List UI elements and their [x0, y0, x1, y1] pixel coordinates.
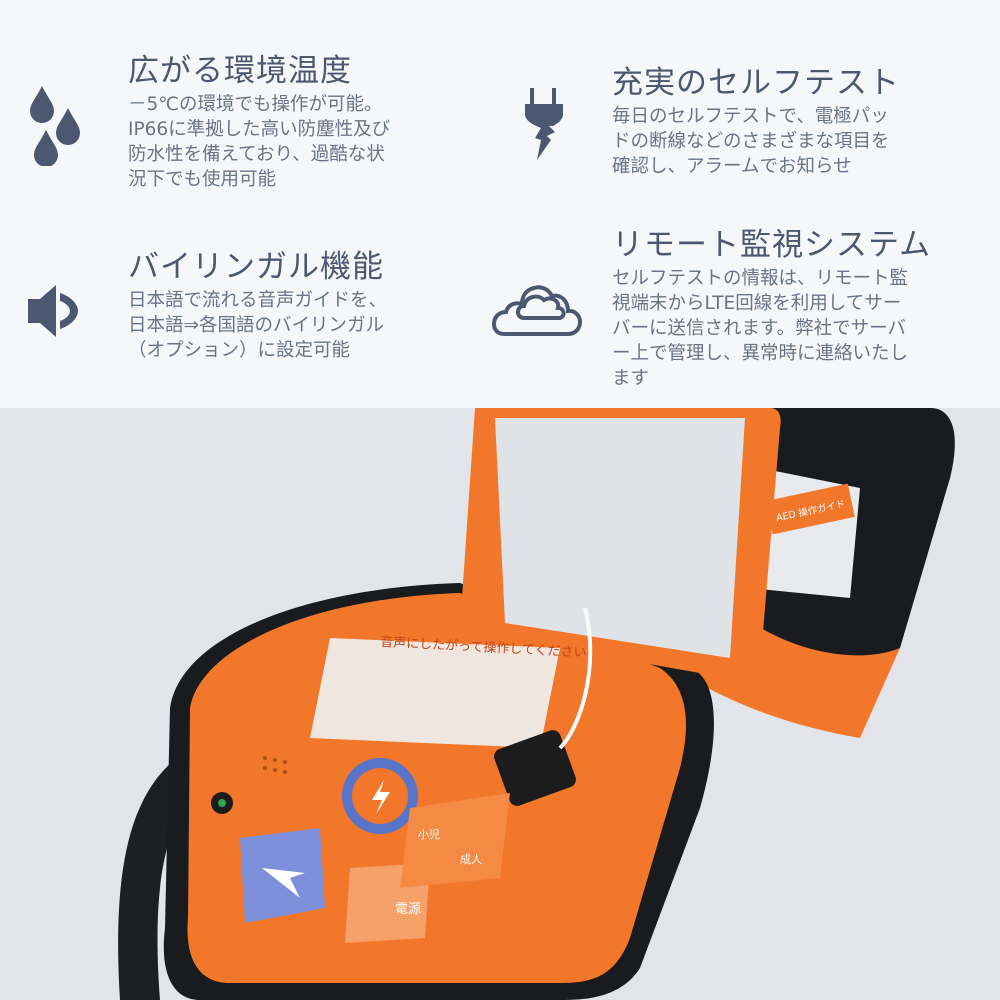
- carry-strap: [118, 738, 220, 1000]
- desc-line: 日本語⇒各国語のバイリンガル: [128, 315, 385, 336]
- feature-description: セルフテストの情報は、リモート監 視端末からLTE回線を利用してサー バーに送信…: [612, 266, 931, 391]
- feature-self-test: 充実のセルフテスト 毎日のセルフテストで、電極パッ ドの断線などのさまざまな項目…: [612, 64, 900, 179]
- child-label: 小児: [418, 828, 440, 841]
- feature-description: －5℃の環境でも操作が可能。 IP66に準拠した高い防塵性及び 防水性を備えてお…: [128, 92, 390, 192]
- plug-lightning-icon: [525, 88, 565, 168]
- power-label-text: 電源: [395, 902, 421, 917]
- electrode-pad-package: [495, 418, 745, 658]
- feature-title: 広がる環境温度: [128, 53, 352, 89]
- speaker-icon: [28, 283, 86, 343]
- desc-line: 毎日のセルフテストで、電極パッ: [612, 106, 889, 127]
- desc-line: ドの断線などのさまざまな項目を: [612, 131, 890, 152]
- lightning-icon: [372, 780, 390, 814]
- adult-child-switch: [400, 793, 510, 888]
- aed-product-photo: AED 操作ガイド 音声にしたがって操作してください 電源: [0, 408, 1000, 1000]
- pad-connector: [494, 730, 576, 806]
- guide-label: [765, 483, 855, 535]
- feature-title: リモート監視システム: [612, 227, 932, 263]
- desc-line: 視端末からLTE回線を利用してサー: [612, 293, 902, 314]
- desc-line: セルフテストの情報は、リモート監: [612, 268, 909, 289]
- feature-description: 毎日のセルフテストで、電極パッ ドの断線などのさまざまな項目を 確認し、アラーム…: [612, 104, 900, 179]
- feature-bilingual: バイリンガル機能 日本語で流れる音声ガイドを、 日本語⇒各国語のバイリンガル （…: [128, 248, 387, 363]
- feature-title: バイリンガル機能: [128, 249, 384, 285]
- desc-line: バーに送信されます。弊社でサーバ: [612, 318, 906, 339]
- feature-title: 充実のセルフテスト: [612, 65, 900, 101]
- desc-line: （オプション）に設定可能: [128, 340, 351, 361]
- desc-line: ます: [612, 368, 650, 389]
- aed-illustration: AED 操作ガイド 音声にしたがって操作してください 電源: [118, 408, 955, 1000]
- arrow-icon: [262, 868, 305, 898]
- desc-line: ー上で管理し、異常時に連絡いたし: [612, 343, 909, 364]
- feature-remote-monitoring: リモート監視システム セルフテストの情報は、リモート監 視端末からLTE回線を利…: [612, 226, 931, 391]
- desc-line: 日本語で流れる音声ガイドを、: [128, 290, 388, 311]
- instruction-panel: [310, 638, 560, 748]
- desc-line: 防水性を備えており、過酷な状: [128, 144, 385, 165]
- desc-line: IP66に準拠した高い防塵性及び: [128, 119, 391, 140]
- speaker-grille: [263, 756, 287, 774]
- desc-line: 確認し、アラームでお知らせ: [612, 156, 852, 177]
- feature-environment: 広がる環境温度 －5℃の環境でも操作が可能。 IP66に準拠した高い防塵性及び …: [128, 52, 390, 192]
- cloud-icon: [490, 282, 583, 342]
- water-drops-icon: [26, 86, 84, 170]
- adult-label: 成人: [460, 853, 482, 866]
- desc-line: 況下でも使用可能: [128, 169, 277, 190]
- desc-line: －5℃の環境でも操作が可能。: [128, 94, 383, 115]
- feature-description: 日本語で流れる音声ガイドを、 日本語⇒各国語のバイリンガル （オプション）に設定…: [128, 288, 387, 363]
